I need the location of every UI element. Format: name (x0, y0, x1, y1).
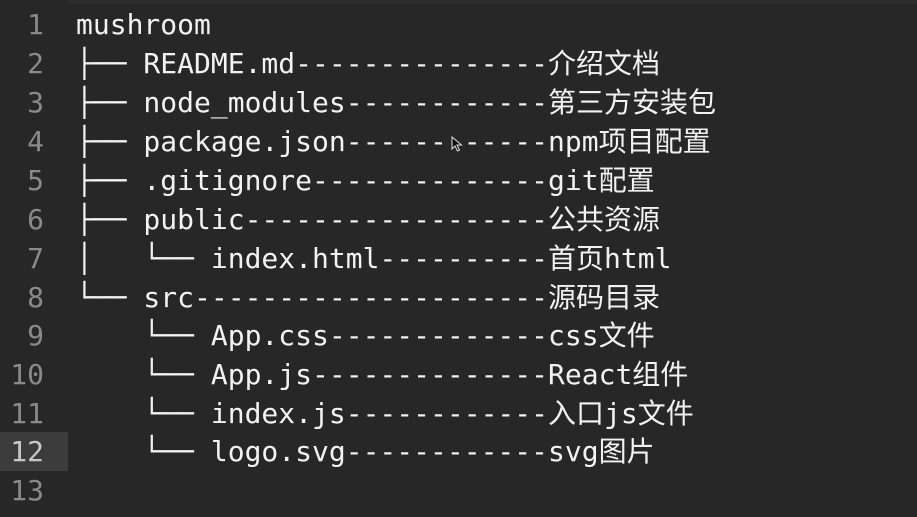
line-text[interactable]: └── App.js--------------React组件 (76, 358, 689, 391)
line-text[interactable]: └── index.js------------入口js文件 (76, 397, 694, 430)
line-number: 2 (27, 47, 44, 80)
line-number: 11 (10, 397, 44, 430)
editor-top-border (0, 0, 917, 4)
line-text[interactable]: ├── .gitignore--------------git配置 (76, 164, 655, 197)
active-line-highlight (0, 432, 68, 471)
line-text[interactable]: ├── public------------------公共资源 (76, 203, 661, 236)
line-text[interactable]: └── App.css-------------css文件 (76, 319, 655, 352)
line-text[interactable]: ├── package.json------------npm项目配置 (76, 125, 711, 158)
line-number: 6 (27, 203, 44, 236)
line-text[interactable]: mushroom (76, 8, 211, 41)
line-number: 13 (10, 474, 44, 507)
line-number-gutter (0, 0, 68, 517)
line-number: 4 (27, 125, 44, 158)
line-number: 10 (10, 358, 44, 391)
line-number: 5 (27, 164, 44, 197)
editor-line-10[interactable]: 10 └── App.js--------------React组件 (0, 355, 917, 394)
line-number: 3 (27, 86, 44, 119)
editor-line-4[interactable]: 4 ├── package.json------------npm项目配置 (0, 122, 917, 161)
editor-line-5[interactable]: 5 ├── .gitignore--------------git配置 (0, 161, 917, 200)
editor-line-2[interactable]: 2 ├── README.md---------------介绍文档 (0, 44, 917, 83)
line-text[interactable]: └── src---------------------源码目录 (76, 281, 661, 314)
editor-line-1[interactable]: 1 mushroom (0, 5, 917, 44)
editor-line-6[interactable]: 6 ├── public------------------公共资源 (0, 200, 917, 239)
line-number: 8 (27, 281, 44, 314)
line-text[interactable]: └── logo.svg------------svg图片 (76, 435, 655, 468)
editor-line-9[interactable]: 9 └── App.css-------------css文件 (0, 316, 917, 355)
line-number: 12 (10, 435, 44, 468)
editor-line-11[interactable]: 11 └── index.js------------入口js文件 (0, 394, 917, 433)
line-number: 9 (27, 319, 44, 352)
editor-line-13[interactable]: 13 (0, 471, 917, 510)
editor-line-3[interactable]: 3 ├── node_modules------------第三方安装包 (0, 83, 917, 122)
editor-line-8[interactable]: 8 └── src---------------------源码目录 (0, 278, 917, 317)
line-number: 1 (27, 8, 44, 41)
editor-line-12[interactable]: 12 └── logo.svg------------svg图片 (0, 432, 917, 471)
editor-line-7[interactable]: 7 │ └── index.html----------首页html (0, 239, 917, 278)
arrow-cursor-icon (451, 136, 463, 152)
line-number: 7 (27, 242, 44, 275)
line-text[interactable]: ├── node_modules------------第三方安装包 (76, 86, 717, 119)
line-text[interactable]: │ └── index.html----------首页html (76, 242, 672, 275)
line-text[interactable]: ├── README.md---------------介绍文档 (76, 47, 661, 80)
